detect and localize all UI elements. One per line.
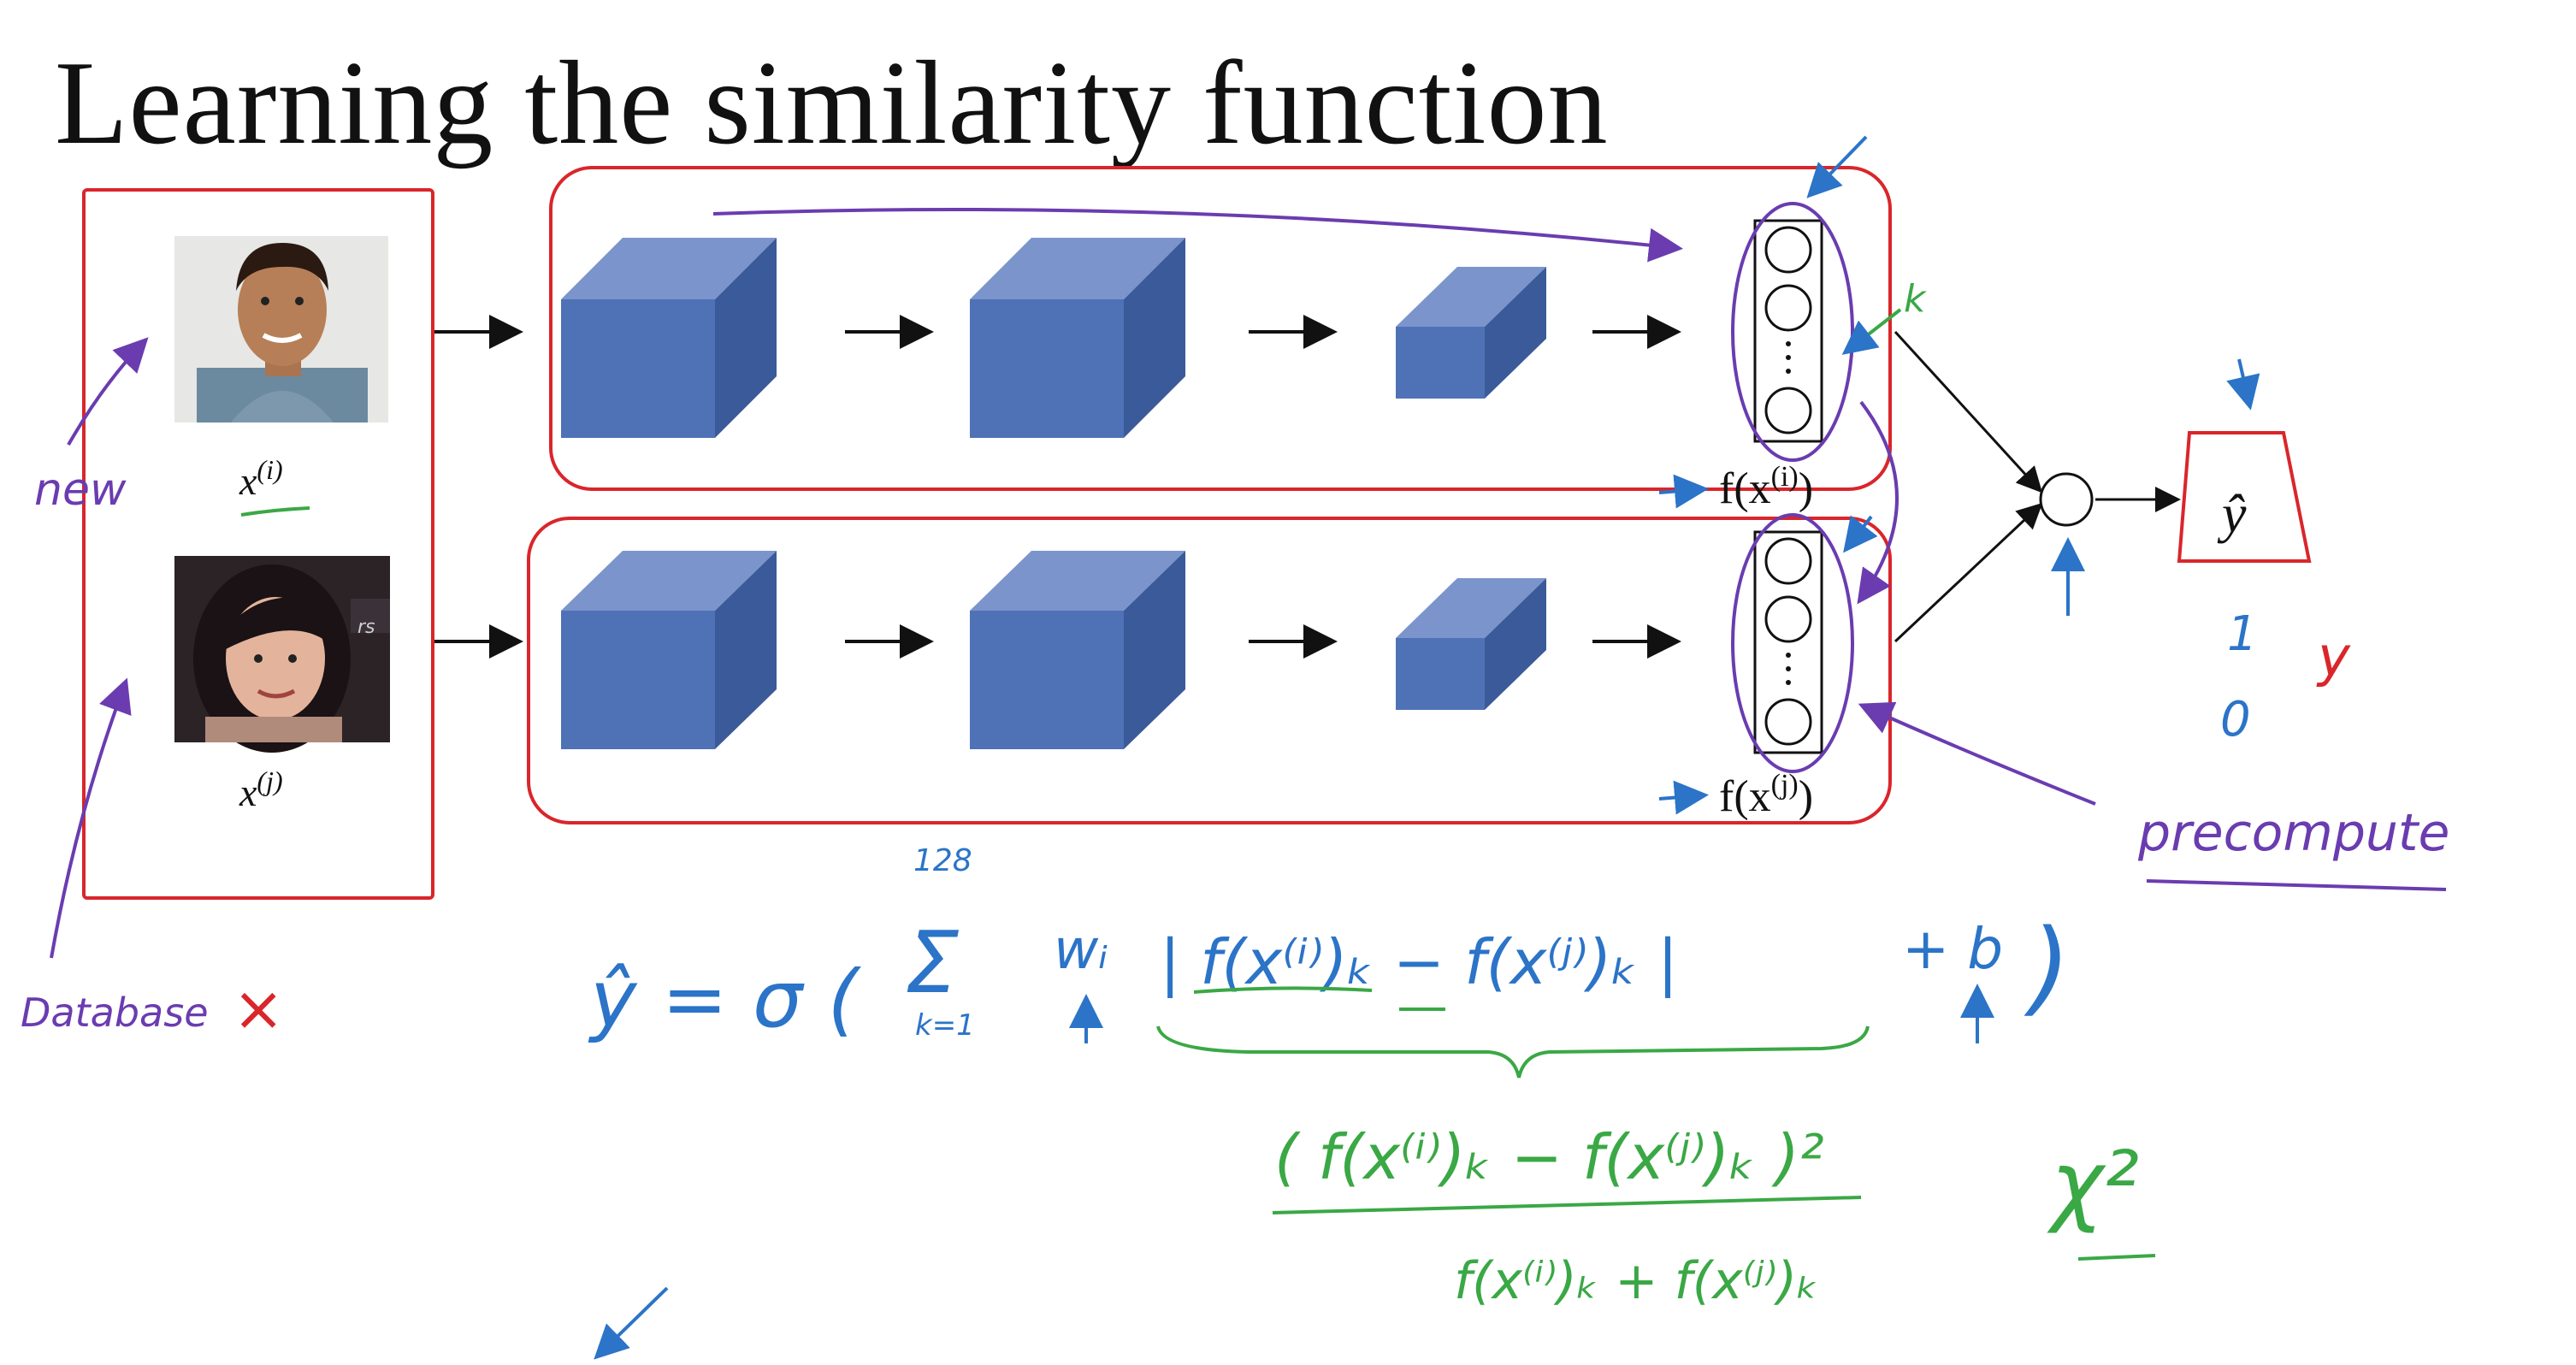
top-network-box — [549, 166, 1892, 491]
fx-underline — [1193, 986, 1373, 994]
formula-lhs: ŷ = σ ( — [588, 954, 862, 1045]
bottom-network-box — [527, 517, 1892, 824]
precompute-underline — [2146, 879, 2447, 891]
output-label: ŷ — [2217, 483, 2247, 544]
top-conv-layer-3 — [1396, 267, 1546, 399]
new-annotation: new — [34, 464, 127, 516]
label-y: y — [2316, 626, 2351, 689]
top-pointer-arrow — [1806, 135, 1868, 198]
bias-term: + b — [1902, 916, 2003, 982]
database-annotation: Database — [21, 990, 209, 1036]
input-images-box — [82, 188, 434, 900]
bottom-to-combiner — [1894, 502, 2043, 643]
bottom-pointer-arrow — [1843, 515, 1878, 553]
female-face-photo: rs — [174, 556, 390, 753]
k-annotation: k — [1904, 277, 1927, 321]
input-label-bottom: x(j) — [239, 765, 283, 814]
bottom-encoding-vector — [1731, 513, 1854, 773]
precompute-arrow — [1858, 701, 2096, 806]
combiner-unit — [2039, 472, 2094, 527]
green-brace — [1156, 1025, 1870, 1078]
label-one: 1 — [2227, 606, 2258, 662]
encoding-arrow-top — [1658, 474, 1709, 509]
formula-close: ) — [2024, 908, 2071, 1027]
encoding-label-top: f(x(i)) — [1719, 461, 1813, 513]
sum-lower: k=1 — [915, 1008, 975, 1043]
abs-diff-term: | f(x⁽ⁱ⁾)ₖ − f(x⁽ʲ⁾)ₖ | — [1160, 926, 1678, 999]
k-arrow — [1841, 308, 1902, 355]
forward-purple-arrow — [712, 208, 1683, 263]
male-face-photo — [174, 236, 388, 422]
output-pointer — [2226, 358, 2260, 411]
chi-square-label: χ² — [2047, 1132, 2139, 1236]
weight-term: wᵢ — [1054, 919, 1108, 982]
new-arrow — [67, 337, 149, 446]
precompute-annotation: precompute — [2137, 803, 2449, 863]
database-cross: × — [233, 972, 284, 1044]
database-arrow — [50, 677, 132, 959]
slide-title: Learning the similarity function — [55, 37, 1609, 169]
encoding-arrow-bottom — [1658, 780, 1709, 815]
alt-numerator: ( f(x⁽ⁱ⁾)ₖ − f(x⁽ʲ⁾)ₖ )² — [1274, 1121, 1824, 1193]
top-encoding-vector — [1731, 202, 1854, 462]
sum-sigma: Σ — [905, 913, 959, 1013]
encoding-label-bottom: f(x(j)) — [1719, 769, 1813, 821]
bottom-conv-layer-1 — [561, 551, 777, 749]
green-underline — [240, 506, 310, 517]
top-conv-layer-2 — [970, 238, 1185, 438]
input-label-top: x(i) — [239, 454, 283, 503]
alt-denominator: f(x⁽ⁱ⁾)ₖ + f(x⁽ʲ⁾)ₖ — [1454, 1251, 1819, 1311]
fraction-bar — [1272, 1196, 1862, 1214]
chi-square-underline — [2077, 1254, 2156, 1261]
sum-upper: 128 — [913, 843, 972, 878]
compare-arrow — [1857, 400, 1899, 605]
label-zero: 0 — [2220, 692, 2251, 748]
svg-text:rs: rs — [357, 617, 375, 638]
output-box — [2177, 431, 2312, 563]
top-conv-layer-1 — [561, 238, 777, 438]
bottom-conv-layer-2 — [970, 551, 1185, 749]
bottom-stray-arrow — [594, 1286, 669, 1360]
bottom-conv-layer-3 — [1396, 578, 1546, 710]
top-to-combiner — [1894, 330, 2043, 493]
